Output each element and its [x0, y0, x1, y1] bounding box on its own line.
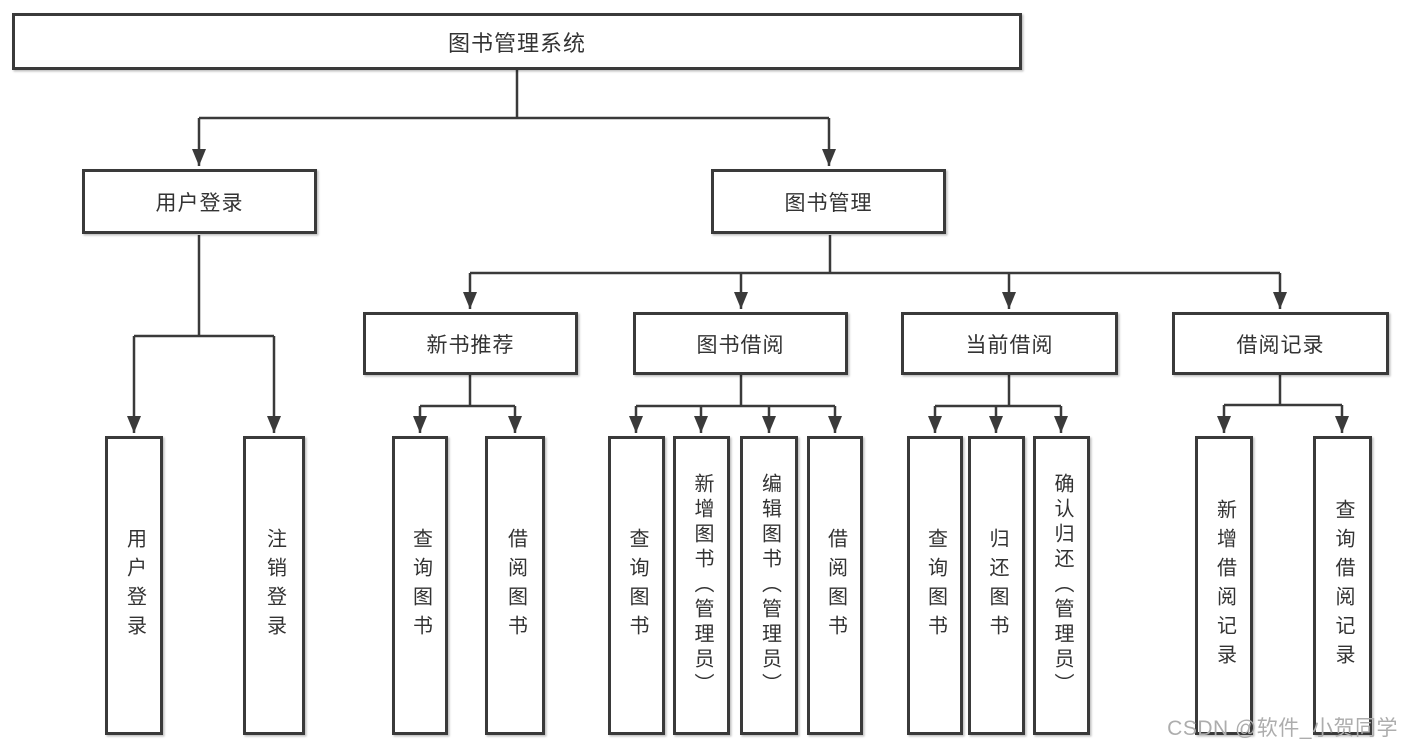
leaf-add-borrow-record-label: 新增借阅记录	[1213, 498, 1236, 673]
connector-borrow-records-children	[1217, 375, 1349, 433]
leaf-logout: 注销登录	[243, 436, 305, 735]
leaf-user-login: 用户登录	[105, 436, 163, 735]
leaf-return-book-label: 归还图书	[986, 527, 1008, 644]
connector-current-borrow-children	[928, 375, 1068, 433]
leaf-query-book-label: 查询图书	[626, 527, 648, 644]
leaf-logout-label: 注销登录	[263, 527, 286, 644]
connector-book-mgmt-children	[463, 235, 1287, 309]
leaf-query-book-label: 查询图书	[409, 527, 432, 644]
leaf-confirm-return-admin: 确认归还（管理员）	[1033, 436, 1090, 735]
node-borrow-records: 借阅记录	[1172, 312, 1389, 375]
leaf-borrow-book-label: 借阅图书	[824, 527, 847, 644]
node-current-borrow: 当前借阅	[901, 312, 1118, 375]
connector-user-login-children	[127, 235, 281, 433]
leaf-confirm-return-label: 确认归还（管理员）	[1051, 473, 1073, 698]
leaf-query-book-label: 查询图书	[924, 527, 947, 644]
leaf-query-book-under-current-borrow: 查询图书	[907, 436, 963, 735]
leaf-add-book-label: 新增图书（管理员）	[691, 473, 713, 698]
node-new-book-recommend: 新书推荐	[363, 312, 578, 375]
node-book-borrow: 图书借阅	[633, 312, 848, 375]
leaf-borrow-book-under-book-borrow: 借阅图书	[807, 436, 863, 735]
leaf-query-borrow-record: 查询借阅记录	[1313, 436, 1372, 735]
node-user-login: 用户登录	[82, 169, 317, 234]
leaf-borrow-book-label: 借阅图书	[504, 527, 527, 644]
connector-root-to-level2	[192, 70, 836, 166]
leaf-borrow-book-under-new-book-recommend: 借阅图书	[485, 436, 545, 735]
leaf-user-login-label: 用户登录	[123, 527, 146, 644]
leaf-query-book-under-new-book-recommend: 查询图书	[392, 436, 448, 735]
leaf-query-book-under-book-borrow: 查询图书	[608, 436, 665, 735]
leaf-edit-book-admin: 编辑图书（管理员）	[740, 436, 798, 735]
leaf-add-borrow-record: 新增借阅记录	[1195, 436, 1253, 735]
node-book-mgmt: 图书管理	[711, 169, 946, 234]
csdn-watermark: CSDN @软件_小贺同学	[1167, 717, 1398, 740]
connector-book-borrow-children	[629, 375, 842, 433]
leaf-edit-book-label: 编辑图书（管理员）	[758, 473, 781, 698]
leaf-query-borrow-record-label: 查询借阅记录	[1332, 498, 1354, 673]
leaf-return-book: 归还图书	[968, 436, 1025, 735]
leaf-add-book-admin: 新增图书（管理员）	[673, 436, 730, 735]
node-root: 图书管理系统	[12, 13, 1022, 70]
connector-new-book-rec-children	[413, 375, 522, 433]
